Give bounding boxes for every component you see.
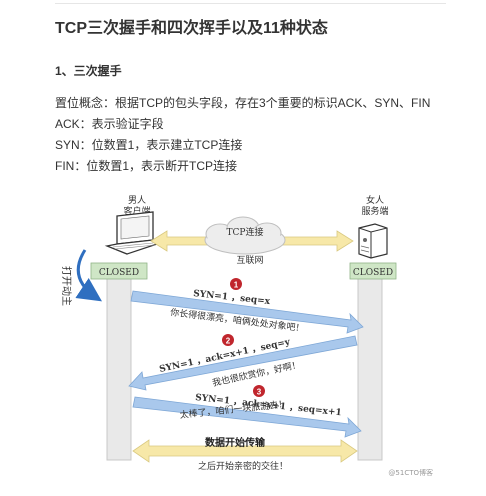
server-state: CLOSED — [353, 268, 393, 278]
step3-number: 3 — [257, 388, 262, 397]
paragraph-fin: FIN：位数置1，表示断开TCP连接 — [55, 159, 238, 173]
step2-number: 2 — [226, 337, 231, 346]
step1-number: 1 — [234, 281, 239, 290]
active-open-label: 打开动主 — [60, 266, 73, 306]
internet-cloud-icon — [204, 216, 286, 255]
article-title: TCP三次握手和四次挥手以及11种状态 — [55, 20, 328, 37]
data-transfer-arrow — [132, 439, 358, 463]
client-lifeline — [106, 273, 132, 461]
client-state: CLOSED — [99, 268, 139, 278]
server-icon — [358, 223, 388, 259]
data-transfer-label: 数据开始传输 — [205, 436, 266, 449]
server-label-line2: 服务端 — [361, 205, 388, 217]
syn-ack-arrow-2 — [128, 335, 358, 391]
server-lifeline — [357, 273, 383, 461]
paragraph-concept: 置位概念：根据TCP的包头字段，存在3个重要的标识ACK、SYN、FIN — [55, 96, 431, 110]
laptop-icon — [104, 211, 166, 255]
syn-arrow-1 — [130, 290, 364, 334]
step1-badge — [230, 278, 242, 290]
client-state-box — [90, 262, 148, 280]
watermark: @51CTO博客 — [388, 468, 433, 477]
ack-arrow-3 — [132, 396, 362, 438]
step3-badge — [253, 385, 265, 397]
top-divider — [55, 3, 446, 4]
step2-badge — [222, 334, 234, 346]
three-way-handshake-diagram: 男人 客户端 女人 服务端 — [45, 188, 445, 484]
data-caption: 之后开始亲密的交往！ — [198, 460, 288, 472]
section-heading: 1、三次握手 — [55, 64, 122, 78]
client-label-line1: 男人 — [128, 195, 146, 206]
paragraph-ack: ACK：表示验证字段 — [55, 117, 164, 131]
tcp-link-label: TCP连接 — [227, 226, 264, 238]
server-label-line1: 女人 — [366, 194, 384, 206]
paragraph-syn: SYN：位数置1，表示建立TCP连接 — [55, 138, 243, 152]
server-state-box — [349, 262, 397, 280]
active-open-curved-arrow — [75, 249, 102, 302]
internet-label: 互联网 — [236, 255, 263, 266]
